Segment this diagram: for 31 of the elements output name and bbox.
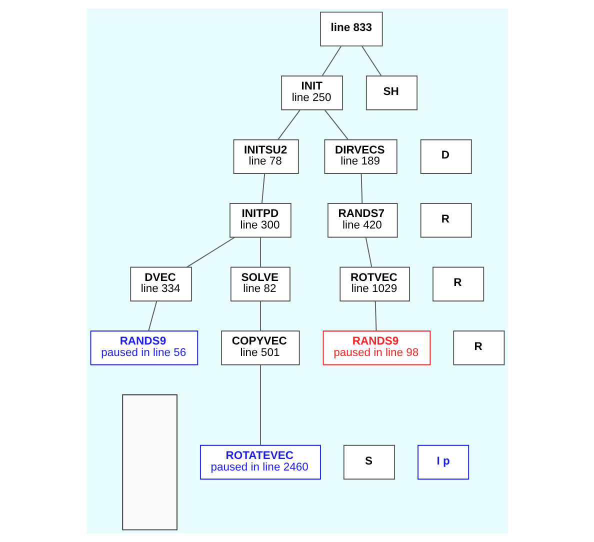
connector	[186, 236, 235, 268]
node-box: DIRVECS line 189	[324, 139, 397, 174]
connector	[361, 46, 382, 76]
node-box: R	[432, 266, 484, 302]
connector	[364, 237, 372, 268]
node-box: SH	[365, 76, 418, 110]
connector	[360, 173, 362, 204]
node-box: R	[420, 203, 472, 238]
connector	[260, 173, 265, 204]
connector	[277, 110, 300, 140]
connector	[374, 300, 376, 332]
node-box: D	[420, 139, 472, 174]
node-box: ROTATEVEC paused in line 2460	[199, 444, 320, 480]
connector	[324, 110, 348, 140]
node-box: ROTVEC line 1029	[339, 266, 410, 302]
node-box: INITPD line 300	[229, 203, 291, 238]
node-box	[122, 394, 177, 530]
node-box: INITSU2 line 78	[232, 139, 298, 174]
node-box: INIT line 250	[280, 76, 342, 110]
node-box: SOLVE line 82	[230, 266, 290, 302]
node-box: I p	[417, 444, 469, 480]
node-box: RANDS9 paused in line 98	[322, 330, 430, 366]
connector	[148, 300, 157, 332]
node-box: S	[342, 444, 395, 480]
node-box: RANDS9 paused in line 56	[90, 330, 198, 366]
node-box: line 833	[320, 12, 382, 46]
node-box: R	[452, 330, 504, 366]
node-box: COPYVEC line 501	[220, 330, 300, 366]
connector	[321, 46, 342, 76]
node-box: DVEC line 334	[130, 266, 192, 302]
node-box: RANDS7 line 420	[327, 203, 398, 238]
